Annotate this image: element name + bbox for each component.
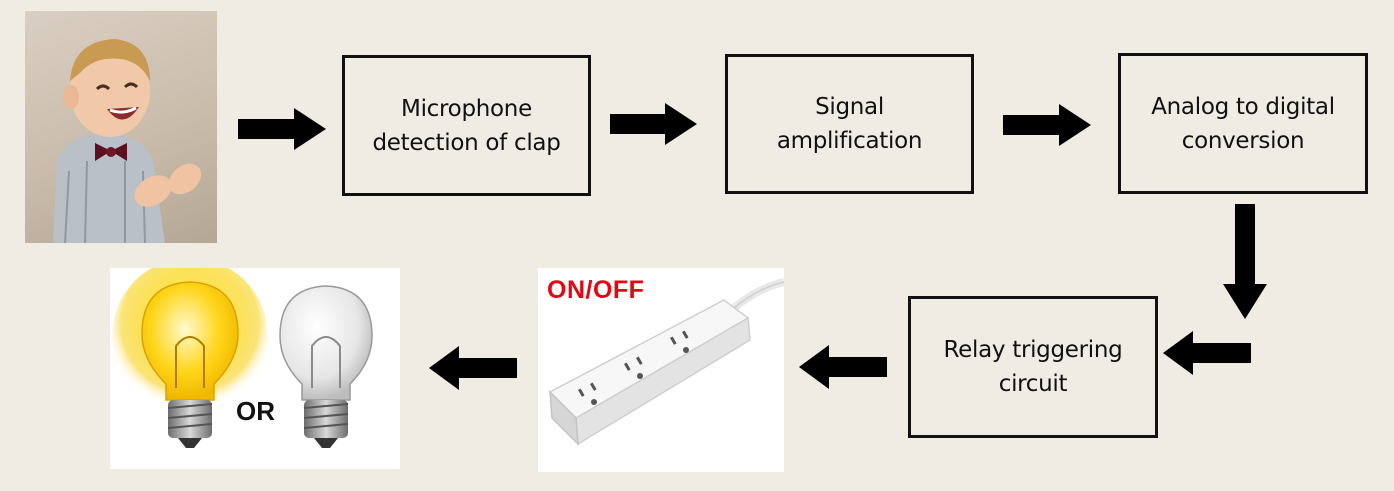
amplification-label-line2: amplification: [776, 128, 923, 154]
arrow-left-icon: [799, 345, 887, 389]
arrow-right-icon: [1003, 104, 1091, 146]
microphone-detection-box: Microphone detection of clap: [342, 55, 591, 196]
arrow-left-icon: [1163, 331, 1251, 375]
arrow-down-icon: [1223, 204, 1267, 319]
or-label: OR: [236, 396, 275, 426]
bulbs-photo: [110, 268, 400, 469]
arrow-left-icon: [429, 346, 517, 390]
relay-label-line1: Relay triggering: [943, 337, 1123, 363]
adc-label-line1: Analog to digital: [1151, 93, 1335, 120]
adc-label-line2: conversion: [1181, 127, 1305, 154]
microphone-label-line1: Microphone: [401, 95, 532, 122]
relay-label-line2: circuit: [998, 371, 1068, 397]
lit-bulb-icon: [112, 268, 268, 448]
unlit-bulb-icon: [279, 285, 373, 448]
signal-amplification-box: Signal amplification: [725, 54, 974, 194]
microphone-label-line2: detection of clap: [372, 129, 561, 156]
power-strip-photo: [538, 268, 784, 472]
amplification-label-line1: Signal: [815, 94, 884, 120]
clapping-child-photo: [25, 11, 217, 243]
arrow-right-icon: [238, 108, 326, 150]
on-off-label: ON/OFF: [547, 276, 645, 304]
analog-to-digital-box: Analog to digital conversion: [1118, 53, 1368, 194]
arrow-right-icon: [610, 103, 697, 145]
relay-triggering-box: Relay triggering circuit: [908, 296, 1158, 438]
